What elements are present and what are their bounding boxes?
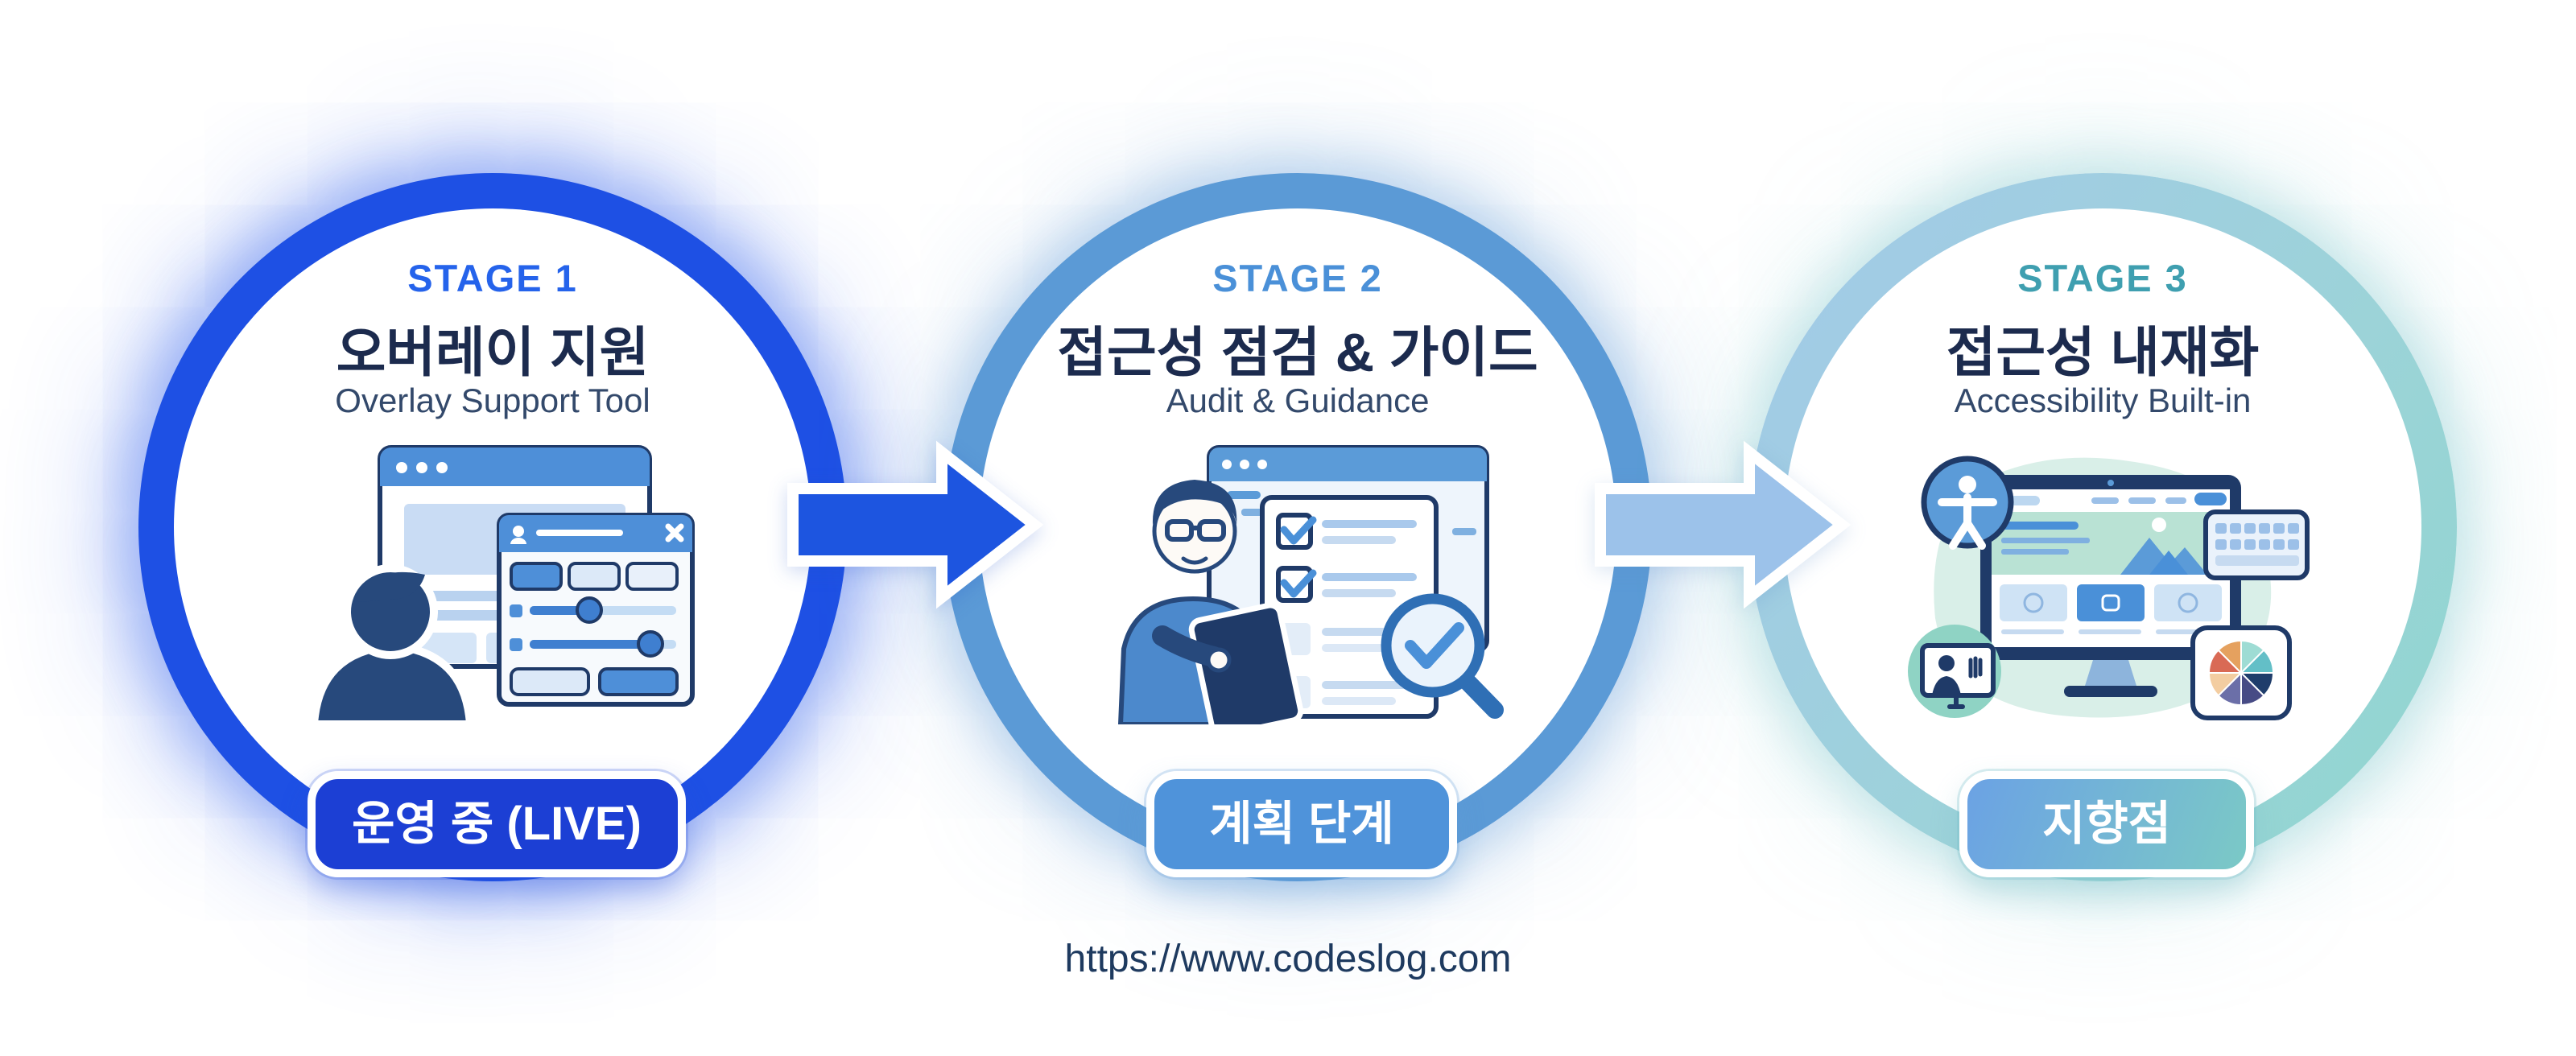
stage-1-title: 오버레이 지원 (336, 323, 650, 383)
site-url: https://www.codeslog.com (1064, 938, 1512, 980)
person-with-tablet-icon (1117, 480, 1304, 724)
stage-3-title: 접근성 내재화 (1946, 323, 2260, 383)
person-silhouette-icon (309, 564, 475, 724)
accessibility-person-icon (1921, 456, 2014, 550)
slider-icon (510, 596, 676, 658)
accessibility-builtin-illustration (1893, 441, 2312, 724)
overlay-tool-illustration (283, 441, 702, 724)
stage-2: STAGE 2 접근성 점검 & 가이드 Audit & Guidance (895, 0, 1700, 1056)
stage-2-label: STAGE 2 (1212, 257, 1383, 299)
stage-3-subtitle: Accessibility Built-in (1954, 382, 2252, 419)
stage-3-status-badge: 지향점 (1959, 771, 2254, 877)
sign-language-video-icon (1908, 625, 2001, 718)
mountain-image-icon (1992, 512, 2230, 575)
arrow-stage2-to-stage3 (1595, 440, 1852, 609)
stage-2-status-badge: 계획 단계 (1146, 771, 1457, 877)
stage-2-title: 접근성 점검 & 가이드 (1057, 323, 1538, 383)
close-icon (665, 523, 684, 542)
checkbox-checked-icon (1276, 513, 1317, 550)
arrow-stage1-to-stage2 (787, 440, 1044, 609)
audit-guidance-illustration (1088, 441, 1507, 724)
monitor-icon (1980, 475, 2241, 697)
stage-3: STAGE 3 접근성 내재화 Accessibility Built-in (1700, 0, 2505, 1056)
stage-2-subtitle: Audit & Guidance (1166, 382, 1430, 419)
checkbox-checked-icon (1276, 566, 1317, 603)
pie-chart-icon (2190, 625, 2292, 720)
keyboard-icon (2203, 509, 2310, 580)
stage-3-label: STAGE 3 (2017, 257, 2188, 299)
stage-1-status-badge: 운영 중 (LIVE) (308, 771, 686, 877)
stage-1: STAGE 1 오버레이 지원 Overlay Support Tool (90, 0, 895, 1056)
overlay-panel-icon (497, 513, 695, 707)
magnifier-check-icon (1381, 593, 1504, 719)
stage-1-label: STAGE 1 (407, 257, 578, 299)
user-avatar-icon (510, 526, 526, 544)
stage-1-subtitle: Overlay Support Tool (335, 382, 650, 419)
